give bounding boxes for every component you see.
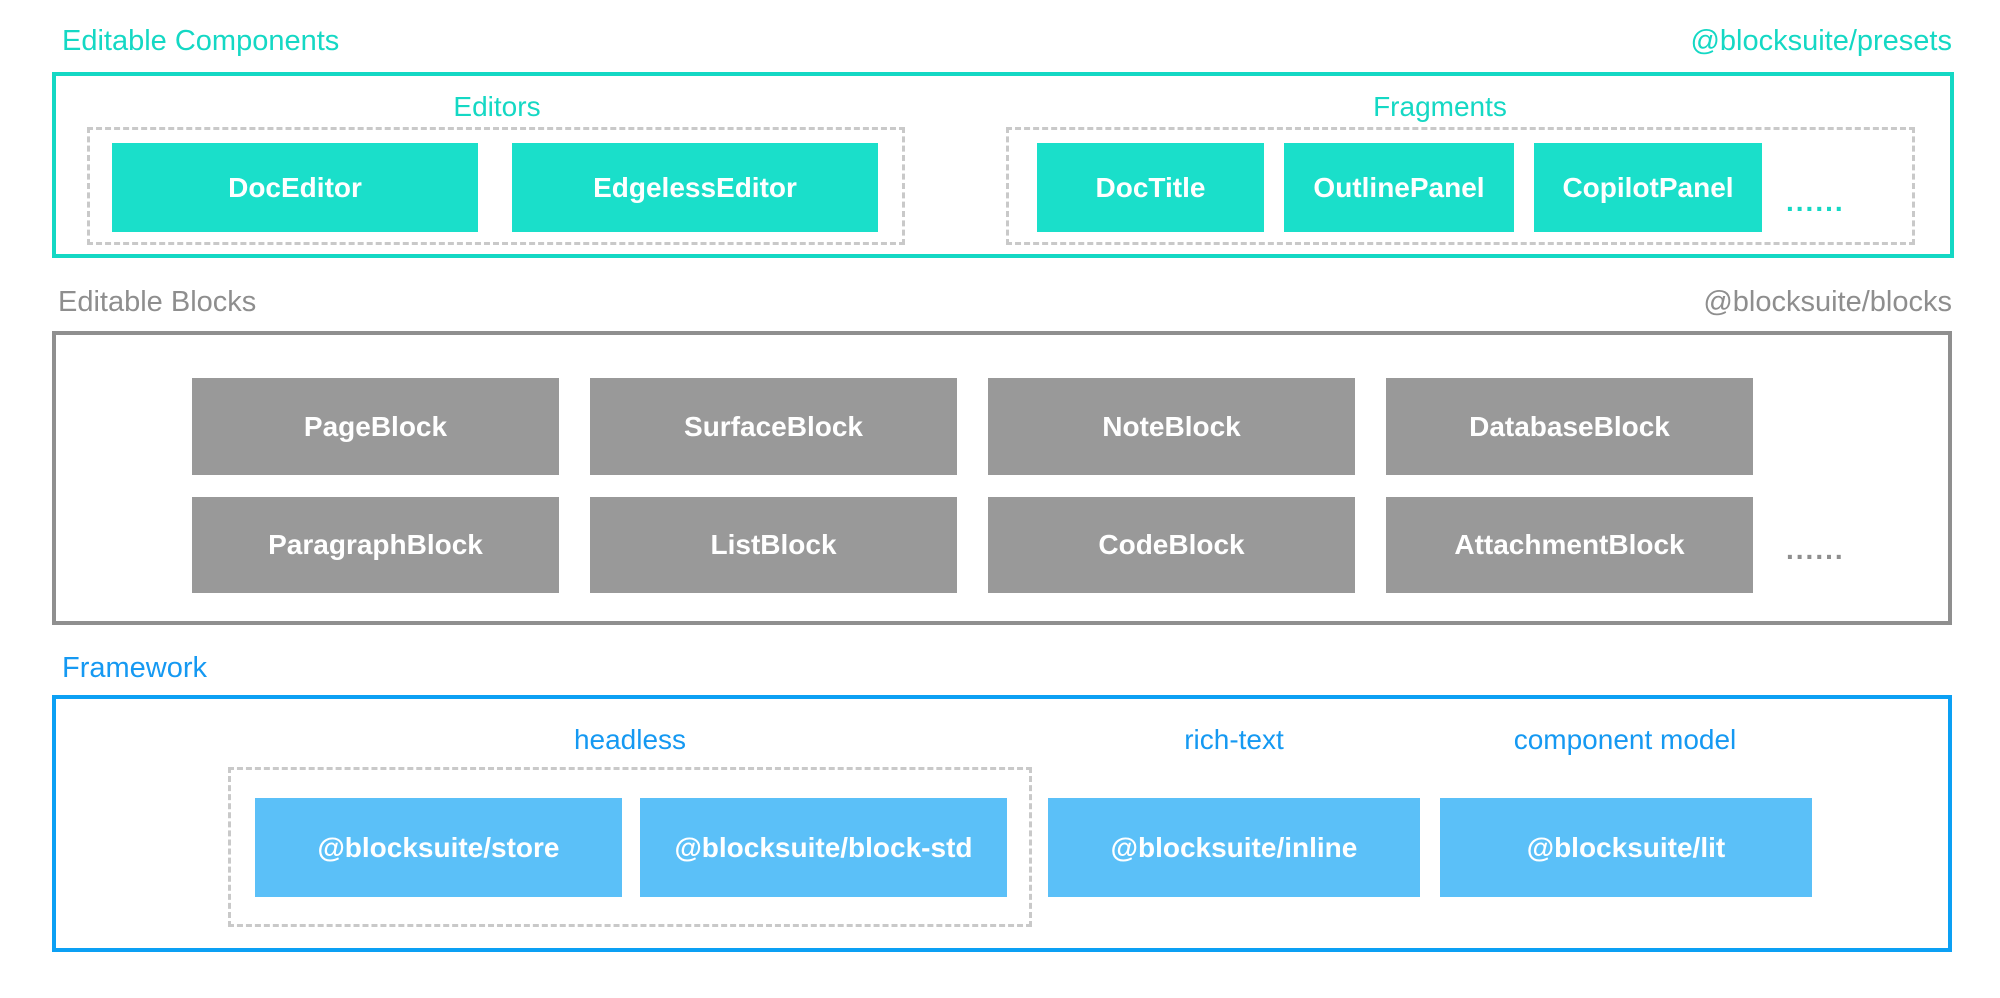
fragments-ellipsis: ...... [1786, 186, 1845, 217]
package-label-blocks: @blocksuite/blocks [1703, 286, 1952, 318]
node-blocksuite-inline: @blocksuite/inline [1048, 798, 1420, 897]
section-title-editable-components: Editable Components [62, 25, 340, 57]
node-blocksuite-block-std: @blocksuite/block-std [640, 798, 1007, 897]
node-blocksuite-lit: @blocksuite/lit [1440, 798, 1812, 897]
group-label-editors: Editors [453, 91, 541, 122]
node-page-block: PageBlock [192, 378, 559, 475]
section-title-framework: Framework [62, 652, 208, 684]
node-database-block: DatabaseBlock [1386, 378, 1753, 475]
node-copilot-panel: CopilotPanel [1534, 143, 1762, 232]
group-label-headless: headless [573, 724, 687, 755]
editors-dashed-box [87, 127, 905, 245]
node-note-block: NoteBlock [988, 378, 1355, 475]
node-paragraph-block: ParagraphBlock [192, 497, 559, 593]
group-label-rich-text: rich-text [1184, 724, 1284, 755]
node-edgeless-editor: EdgelessEditor [512, 143, 878, 232]
node-code-block: CodeBlock [988, 497, 1355, 593]
node-surface-block: SurfaceBlock [590, 378, 957, 475]
node-doc-editor: DocEditor [112, 143, 478, 232]
node-blocksuite-store: @blocksuite/store [255, 798, 622, 897]
fragments-dashed-box [1006, 127, 1915, 245]
headless-dashed-box [228, 767, 1032, 927]
group-label-component-model: component model [1513, 724, 1737, 755]
blocks-ellipsis: ...... [1786, 534, 1845, 565]
node-attachment-block: AttachmentBlock [1386, 497, 1753, 593]
group-label-fragments: Fragments [1373, 91, 1507, 122]
node-outline-panel: OutlinePanel [1284, 143, 1514, 232]
package-label-presets: @blocksuite/presets [1690, 25, 1952, 57]
node-list-block: ListBlock [590, 497, 957, 593]
section-title-editable-blocks: Editable Blocks [58, 286, 257, 318]
node-doc-title: DocTitle [1037, 143, 1264, 232]
